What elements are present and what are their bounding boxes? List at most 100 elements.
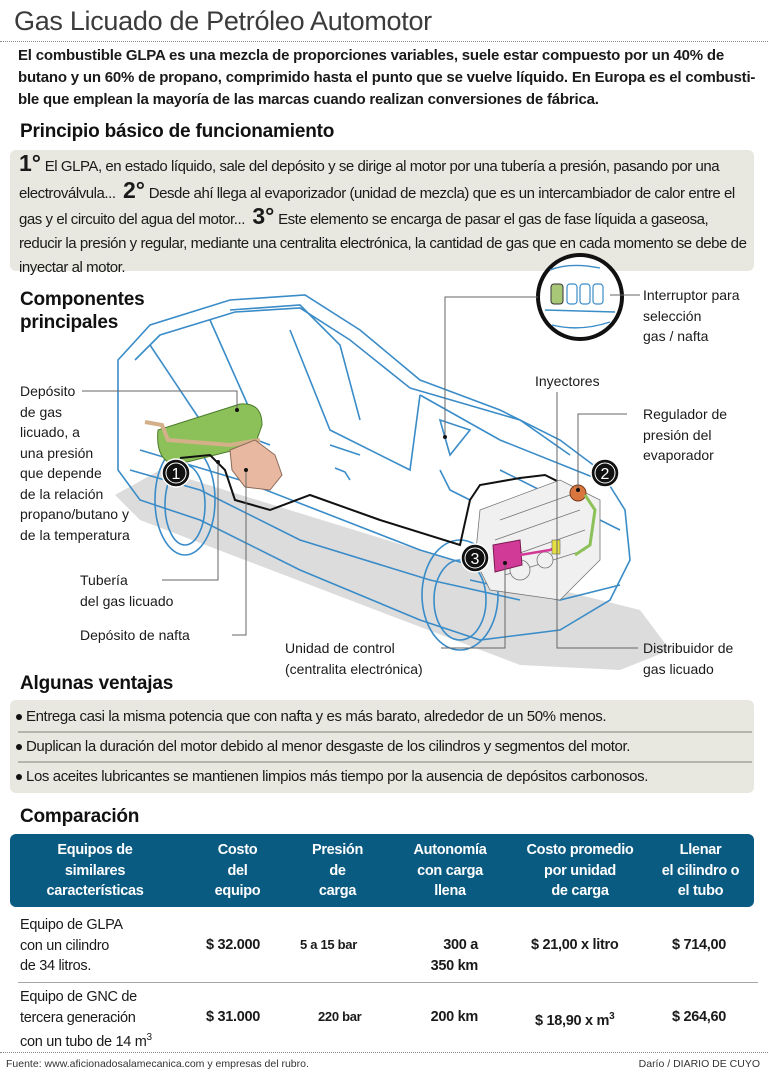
header-line: Autonomía [413, 842, 487, 858]
cell-line: tercera generación [20, 1009, 136, 1026]
cell-costo: $ 31.000 [206, 1009, 261, 1025]
ventaja-item: Los aceites lubricantes se mantienen lim… [16, 762, 751, 792]
ventaja-divider [18, 731, 752, 733]
header-line: Costo [217, 842, 258, 858]
label-regulador: Regulador de presión del evaporador [643, 404, 727, 466]
label-line: licuado, a [20, 424, 80, 440]
intro-line: butano y un 60% de propano, comprimido h… [18, 69, 756, 86]
label-line: que depende [20, 465, 102, 481]
principle-text: 1° El GLPA, en estado líquido, sale del … [19, 151, 751, 280]
marker-1-label: 1 [172, 466, 181, 483]
step-number: 3° [252, 203, 275, 230]
label-line: evaporador [643, 447, 714, 463]
header-line: Llenar [679, 842, 722, 858]
header-line: Equipos de [57, 842, 133, 858]
principle-panel: 1° El GLPA, en estado líquido, sale del … [10, 150, 754, 276]
ventaja-text: Duplican la duración del motor debido al… [26, 738, 631, 755]
header-line: por unidad [544, 862, 616, 879]
cell-equipo: Equipo de GLPA con un cilindro de 34 lit… [20, 915, 123, 977]
superscript: 3 [146, 1032, 153, 1043]
comparacion-heading: Comparación [20, 806, 140, 827]
marker-2: 2 [590, 458, 620, 488]
page-title: Gas Licuado de Petróleo Automotor [14, 6, 432, 36]
header-line: similares [64, 862, 126, 879]
row-divider [18, 982, 758, 983]
header-line: carga [318, 883, 357, 899]
bullet-icon [16, 714, 22, 721]
control-unit [492, 539, 523, 573]
engine [474, 479, 601, 601]
ventaja-item: Duplican la duración del motor debido al… [16, 732, 751, 762]
column-header: Llenar el cilindro o el tubo [648, 840, 753, 902]
cell-costo-unidad: $ 18,90 x m3 [535, 1007, 615, 1031]
ventajas-heading: Algunas ventajas [20, 673, 174, 694]
label-interruptor: Interruptor para selección gas / nafta [643, 285, 740, 347]
column-header: Presión de carga [295, 840, 380, 902]
cell-presion: 5 a 15 bar [300, 937, 357, 952]
bullet-icon [16, 774, 22, 781]
intro-paragraph: El combustible GLPA es una mezcla de pro… [18, 45, 758, 111]
comparison-table-header: Equipos de similares características Cos… [10, 834, 754, 907]
header-line: del [227, 862, 248, 879]
label-line: Depósito [20, 383, 76, 399]
label-distribuidor: Distribuidor de gas licuado [643, 638, 733, 679]
label-deposito-nafta: Depósito de nafta [80, 627, 190, 643]
cell-line: con un tubo de 14 m3 [20, 1028, 152, 1052]
label-line: Unidad de control [285, 640, 395, 656]
leader-lines [82, 294, 640, 649]
column-header: Autonomía con carga llena [400, 840, 500, 902]
cell-line: 200 km [430, 1009, 479, 1025]
gas-pipe [179, 453, 581, 547]
marker-1: 1 [161, 458, 191, 488]
intro-line: ble que emplean la mayoría de las marcas… [18, 91, 599, 108]
header-line: de [329, 862, 346, 879]
fuel-tank [229, 439, 283, 491]
column-header: Equipos de similares características [20, 840, 170, 902]
components-heading-line: principales [20, 312, 119, 333]
step-text: Desde ahí llega al evaporizador (unidad … [19, 184, 735, 229]
ventaja-text: Entrega casi la misma potencia que con n… [26, 708, 607, 725]
switch-button-gas [550, 283, 564, 305]
leader-dots [216, 408, 580, 565]
label-line: Tubería [80, 572, 128, 588]
marker-3: 3 [460, 543, 490, 573]
header-line: el cilindro o [661, 862, 740, 879]
bullet-icon [16, 744, 22, 751]
label-inyectores: Inyectores [535, 373, 600, 389]
label-line: propano/butano y [20, 506, 129, 522]
header-line: el tubo [677, 883, 724, 899]
label-line: de gas [20, 403, 63, 420]
cell-line: Equipo de GNC de [20, 989, 137, 1005]
gas-distributor [551, 539, 561, 555]
label-line: (centralita electrónica) [285, 660, 423, 677]
switch-zoom-circle [536, 253, 624, 341]
ventajas-panel: Entrega casi la misma potencia que con n… [10, 700, 754, 793]
superscript: 3 [609, 1011, 615, 1022]
cell-line: 350 km [430, 957, 479, 974]
label-line: selección [643, 307, 702, 324]
label-line: gas licuado [643, 660, 714, 677]
column-header: Costo del equipo [195, 840, 280, 902]
header-line: llena [434, 883, 466, 899]
components-heading: Componentes principales [20, 288, 145, 334]
footer-source: Fuente: www.aficionadosalamecanica.com y… [6, 1058, 309, 1070]
ventaja-item: Entrega casi la misma potencia que con n… [16, 702, 751, 732]
car-illustration: 1 2 3 [82, 253, 670, 670]
label-unidad-control: Unidad de control (centralita electrónic… [285, 638, 423, 679]
header-line: con carga [417, 862, 483, 879]
label-deposito-gas: Depósito de gas licuado, a una presión q… [20, 381, 130, 545]
cell-line: 300 a [443, 937, 478, 953]
intro-line: El combustible GLPA es una mezcla de pro… [18, 47, 725, 64]
cell-costo: $ 32.000 [206, 937, 261, 953]
marker-2-label: 2 [601, 466, 610, 483]
cell-presion: 220 bar [318, 1009, 362, 1024]
label-tuberia: Tubería del gas licuado [80, 570, 173, 611]
components-heading-line: Componentes [20, 289, 145, 310]
cell-autonomia: 200 km [410, 1007, 479, 1028]
footer-divider [0, 1052, 768, 1053]
label-line: gas / nafta [643, 328, 709, 344]
cell-autonomia: 300 a 350 km [410, 935, 479, 976]
column-header: Costo promedio por unidad de carga [515, 840, 645, 902]
car-shadow [115, 470, 670, 670]
ventaja-divider [18, 761, 752, 763]
